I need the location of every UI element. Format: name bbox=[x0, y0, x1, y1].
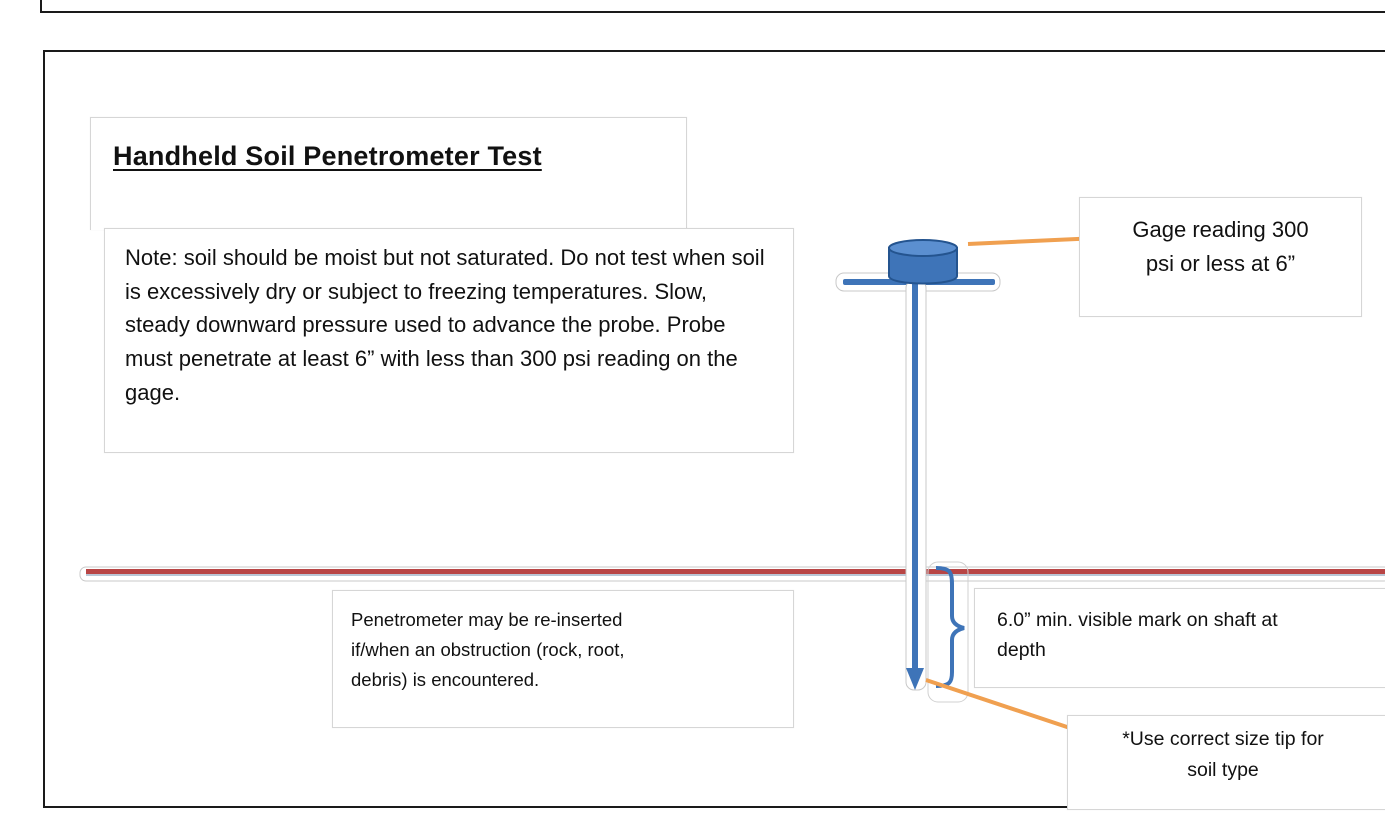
tip-note-line1: *Use correct size tip for bbox=[1122, 728, 1324, 750]
reinsert-note-line1: Penetrometer may be re-inserted bbox=[351, 609, 623, 630]
ground-surface-line bbox=[79, 566, 1385, 582]
probe-tip-arrow bbox=[906, 668, 924, 690]
depth-mark-callout: 6.0” min. visible mark on shaft at depth bbox=[974, 588, 1385, 688]
page-title: Handheld Soil Penetrometer Test bbox=[113, 141, 542, 171]
title-box: Handheld Soil Penetrometer Test bbox=[90, 117, 687, 230]
tip-size-callout: *Use correct size tip for soil type bbox=[1067, 715, 1385, 810]
note-box: Note: soil should be moist but not satur… bbox=[104, 228, 794, 453]
gage-callout-line1: Gage reading 300 bbox=[1132, 217, 1309, 242]
gage-reading-callout: Gage reading 300 psi or less at 6” bbox=[1079, 197, 1362, 317]
top-frame bbox=[40, 0, 1385, 13]
gage-leader-line bbox=[967, 236, 1100, 246]
main-frame bbox=[43, 50, 1385, 808]
tip-note-line2: soil type bbox=[1187, 759, 1259, 782]
probe-shaft bbox=[905, 279, 927, 691]
gage-callout-line2: psi or less at 6” bbox=[1145, 251, 1296, 277]
reinsert-note-line2: if/when an obstruction (rock, root, bbox=[351, 638, 625, 660]
depth-mark-line1: 6.0” min. visible mark on shaft at bbox=[997, 609, 1278, 631]
reinsert-note-box: Penetrometer may be re-inserted if/when … bbox=[332, 590, 794, 728]
depth-bracket bbox=[927, 561, 969, 703]
ground-line-red bbox=[86, 569, 1385, 574]
note-text: Note: soil should be moist but not satur… bbox=[125, 245, 765, 405]
gage-cylinder bbox=[888, 239, 958, 285]
reinsert-note-line3: debris) is encountered. bbox=[351, 668, 540, 690]
depth-mark-line2: depth bbox=[997, 639, 1046, 662]
